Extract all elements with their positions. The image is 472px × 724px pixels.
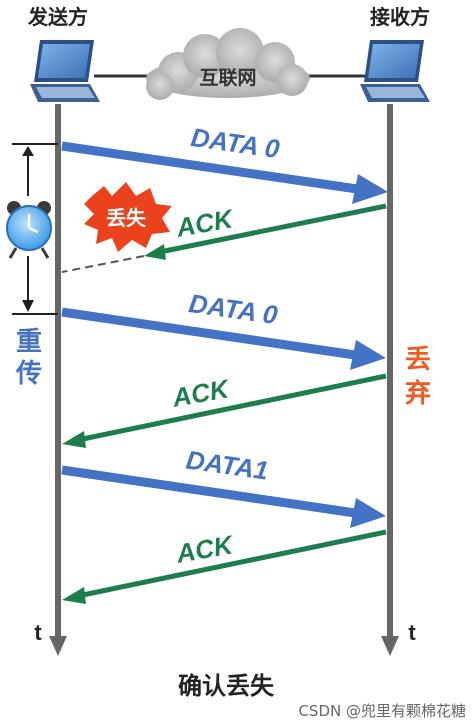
sender-laptop-icon	[30, 40, 100, 102]
ack-third-arrow	[77, 529, 387, 599]
discard-annotation: 丢 弃	[405, 345, 431, 409]
ack-second-arrowhead	[62, 431, 86, 448]
watermark: CSDN @兜里有颗棉花糖	[298, 702, 466, 720]
network-label: 互联网	[199, 67, 256, 89]
data0-retransmit-label: DATA 0	[187, 288, 280, 330]
ack-lost-dashed-path	[61, 255, 145, 273]
bracket-up-arrowhead	[22, 146, 34, 156]
receiver-laptop-icon	[360, 40, 430, 102]
receiver-timeline-arrowhead	[381, 636, 399, 656]
ack-lost-arrow	[159, 203, 387, 255]
ack-lost-arrowhead	[144, 244, 166, 260]
retransmit-annotation: 重 传	[15, 327, 42, 389]
sender-label: 发送方	[27, 5, 88, 29]
discard-char-1: 丢	[405, 345, 431, 375]
cloud-icon	[146, 28, 310, 100]
data1-arrowhead	[350, 498, 386, 528]
retransmit-char-2: 传	[15, 359, 42, 389]
discard-char-2: 弃	[405, 378, 431, 409]
sender-time-label: t	[34, 620, 42, 645]
lost-burst-icon	[84, 182, 172, 252]
data0-first-label: DATA 0	[189, 122, 282, 164]
data1-arrow	[61, 465, 363, 519]
alarm-clock-icon	[6, 201, 52, 259]
data0-retransmit-arrowhead	[350, 340, 386, 370]
diagram-caption: 确认丢失	[178, 672, 275, 700]
retransmit-char-1: 重	[16, 327, 42, 357]
receiver-label: 接收方	[370, 5, 430, 29]
sender-timeline-arrowhead	[49, 636, 67, 656]
ack-third-arrowhead	[62, 587, 86, 604]
lost-label: 丢失	[106, 206, 147, 230]
data0-retransmit-arrow	[61, 307, 363, 361]
data0-first-arrowhead	[352, 174, 388, 204]
data0-first-arrow	[61, 141, 365, 195]
data1-label: DATA1	[184, 444, 270, 485]
ack-second-label: ACK	[169, 373, 233, 413]
ack-second-arrow	[77, 373, 387, 443]
bracket-down-arrowhead	[22, 300, 34, 312]
receiver-time-label: t	[408, 620, 416, 645]
